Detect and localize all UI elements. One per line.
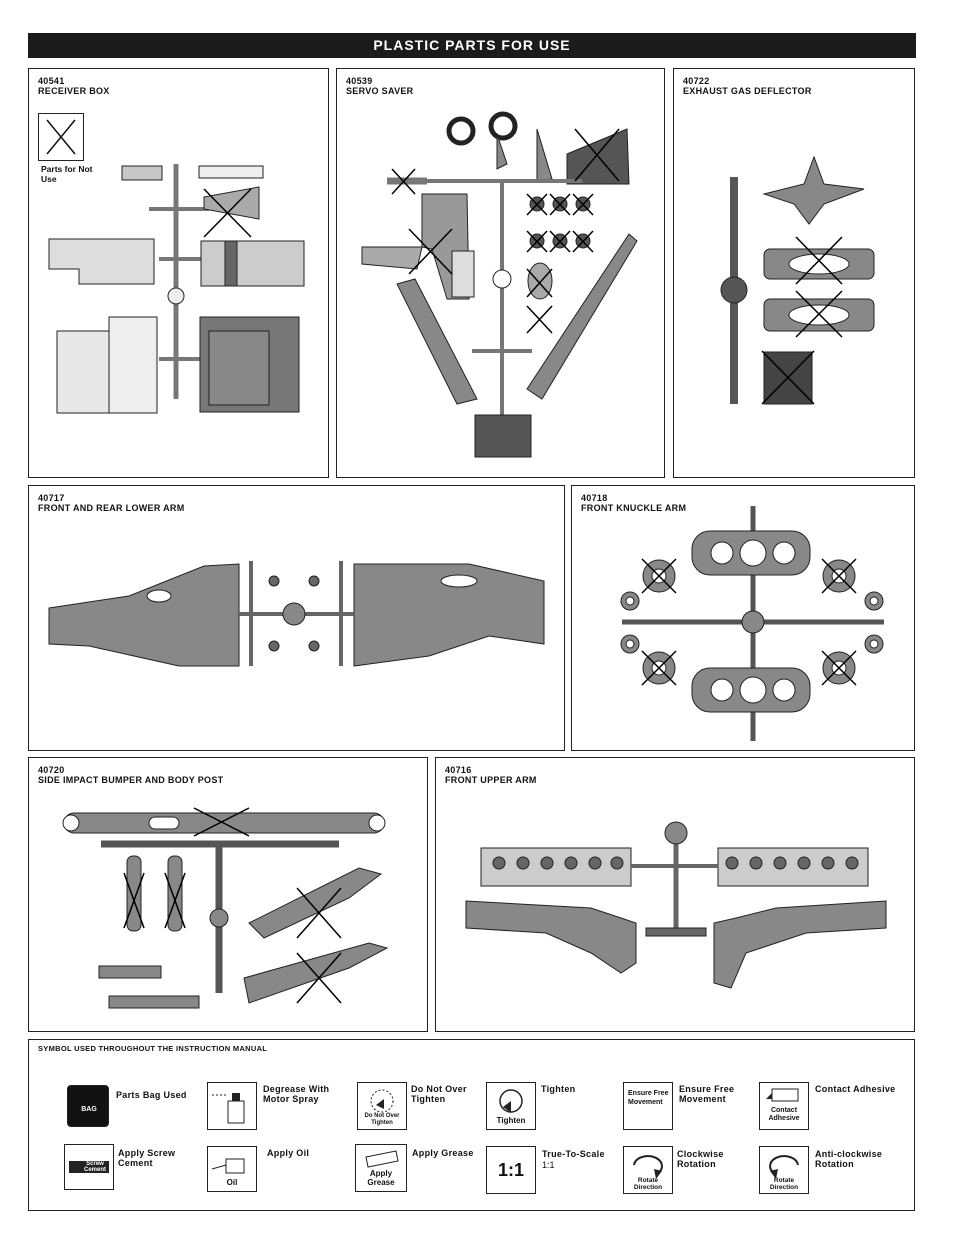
- part-name: SIDE IMPACT BUMPER AND BODY POST: [38, 775, 224, 785]
- bag-icon: BAG: [67, 1085, 109, 1127]
- servo-saver-parts-illustration: [361, 111, 638, 458]
- grease-tube-icon: Apply Grease: [355, 1144, 407, 1192]
- receiver-box-parts-illustration: [48, 164, 305, 414]
- panel-side-bumper: 40720 SIDE IMPACT BUMPER AND BODY POST: [28, 757, 428, 1032]
- spray-can-icon: [207, 1082, 257, 1130]
- page-title: PLASTIC PARTS FOR USE: [28, 33, 916, 58]
- upper-arm-parts-illustration: [465, 821, 887, 989]
- screw-cement-icon: Screw Cement: [64, 1144, 114, 1190]
- side-bumper-parts-illustration: [62, 807, 389, 1009]
- panel-lower-arm: 40717 FRONT AND REAR LOWER ARM: [28, 485, 565, 751]
- icon-text: Tighten: [496, 1116, 526, 1125]
- symbol-label: Degrease With Motor Spray: [263, 1084, 330, 1104]
- anticlockwise-rotation-icon: Rotate Direction: [759, 1146, 809, 1194]
- tighten-icon: Tighten: [486, 1082, 536, 1130]
- part-name: EXHAUST GAS DEFLECTOR: [683, 86, 812, 96]
- icon-text: Rotate Direction: [633, 1177, 663, 1191]
- scale-icon: 1:1: [486, 1146, 536, 1194]
- panel-servo-saver: 40539 SERVO SAVER: [336, 68, 665, 478]
- icon-text: Contact Adhesive: [768, 1107, 800, 1122]
- icon-text: Do Not Over Tighten: [364, 1113, 400, 1126]
- symbol-label: Tighten: [541, 1084, 576, 1094]
- exhaust-deflector-parts-illustration: [720, 155, 875, 405]
- panel-receiver-box: 40541 RECEIVER BOX Parts for Not Use: [28, 68, 329, 478]
- lower-arm-parts-illustration: [48, 561, 545, 667]
- symbol-label: Ensure Free Movement: [679, 1084, 735, 1104]
- clockwise-rotation-icon: Rotate Direction: [623, 1146, 673, 1194]
- free-movement-icon: Ensure Free Movement: [623, 1082, 673, 1130]
- bag-icon-text: BAG: [81, 1106, 97, 1113]
- symbol-label: Apply Grease: [412, 1148, 474, 1158]
- part-code: 40722: [683, 76, 710, 86]
- part-code: 40541: [38, 76, 65, 86]
- oil-can-icon: Oil: [207, 1146, 257, 1192]
- symbol-label: Anti-clockwise Rotation: [815, 1149, 883, 1169]
- do-not-over-tighten-icon: Do Not Over Tighten: [357, 1082, 407, 1130]
- symbol-label: Contact Adhesive: [815, 1084, 896, 1094]
- panel-exhaust-deflector: 40722 EXHAUST GAS DEFLECTOR: [673, 68, 915, 478]
- part-name: SERVO SAVER: [346, 86, 414, 96]
- symbols-title: SYMBOL USED THROUGHOUT THE INSTRUCTION M…: [38, 1044, 268, 1053]
- panel-knuckle-arm: 40718 FRONT KNUCKLE ARM: [571, 485, 915, 751]
- symbol-label: Apply Screw Cement: [118, 1148, 176, 1168]
- part-name: FRONT AND REAR LOWER ARM: [38, 503, 185, 513]
- part-code: 40539: [346, 76, 373, 86]
- symbol-label: Do Not Over Tighten: [411, 1084, 467, 1104]
- not-use-label: Parts for Not Use: [41, 164, 93, 184]
- part-name: FRONT UPPER ARM: [445, 775, 537, 785]
- panel-symbols: SYMBOL USED THROUGHOUT THE INSTRUCTION M…: [28, 1039, 915, 1211]
- symbol-sub-label: 1:1: [542, 1160, 555, 1170]
- icon-text: Oil: [226, 1178, 238, 1187]
- part-code: 40716: [445, 765, 472, 775]
- icon-text: 1:1: [497, 1160, 524, 1180]
- adhesive-tube-icon: Contact Adhesive: [759, 1082, 809, 1130]
- symbol-label: Parts Bag Used: [116, 1090, 187, 1100]
- icon-text: Ensure Free Movement: [628, 1090, 669, 1106]
- part-code: 40718: [581, 493, 608, 503]
- icon-text: Rotate Direction: [769, 1177, 799, 1191]
- icon-text: Screw Cement: [83, 1161, 106, 1173]
- part-code: 40717: [38, 493, 65, 503]
- symbol-label: True-To-Scale: [542, 1149, 605, 1159]
- symbol-label: Apply Oil: [267, 1148, 310, 1158]
- symbol-label: Clockwise Rotation: [677, 1149, 724, 1169]
- icon-text: Apply Grease: [367, 1169, 395, 1187]
- part-code: 40720: [38, 765, 65, 775]
- not-use-cross-icon: [38, 113, 84, 161]
- knuckle-arm-parts-illustration: [620, 506, 884, 741]
- part-name: RECEIVER BOX: [38, 86, 110, 96]
- part-name: FRONT KNUCKLE ARM: [581, 503, 687, 513]
- panel-upper-arm: 40716 FRONT UPPER ARM: [435, 757, 915, 1032]
